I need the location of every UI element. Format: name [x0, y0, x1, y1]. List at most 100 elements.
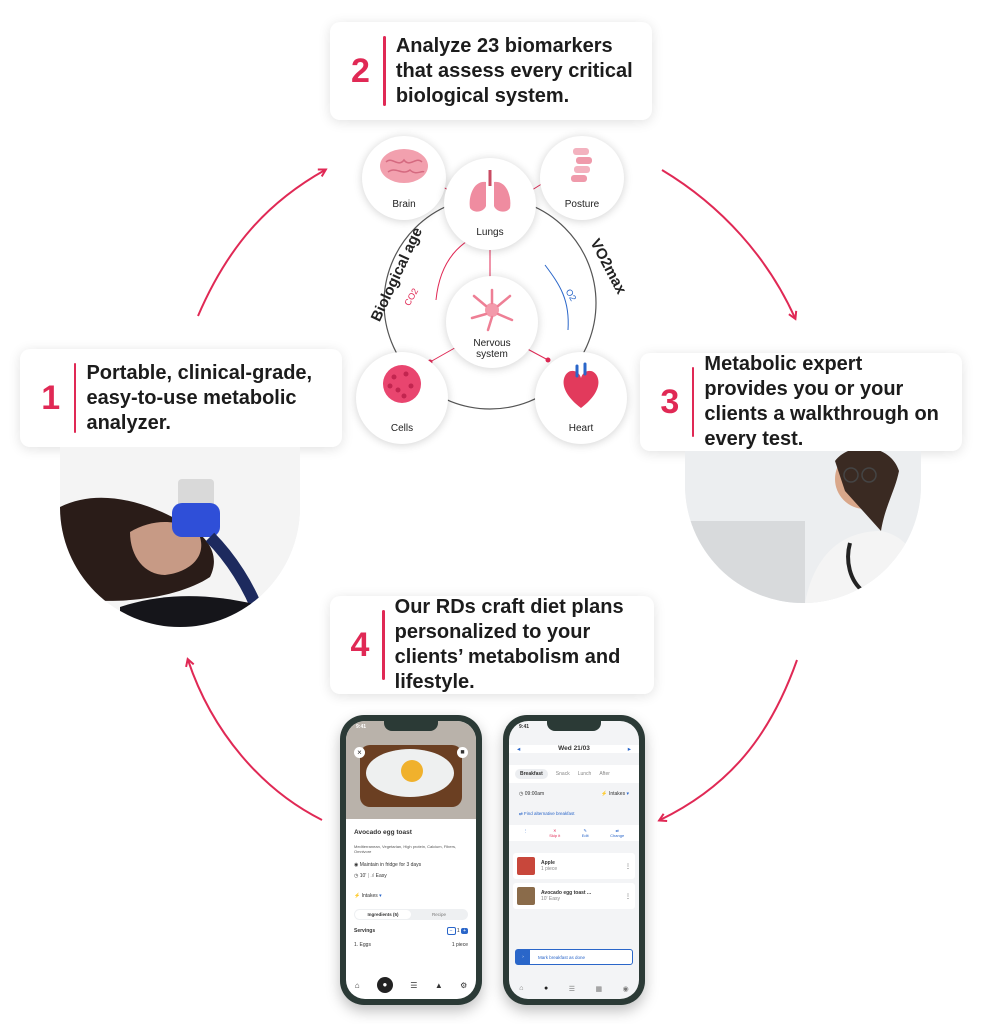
- delete-icon[interactable]: ■: [457, 747, 468, 758]
- action-row: ⋮ ✕Skip it ✎Edit ⇄Change: [509, 825, 639, 841]
- tab-ingredients[interactable]: Ingredients (5): [355, 910, 411, 919]
- step-number: 3: [660, 382, 680, 421]
- spine-icon: [571, 148, 592, 182]
- arrow-icon: ›: [516, 950, 530, 964]
- step-text: Our RDs craft diet plans personalized to…: [394, 596, 624, 693]
- node-cells: Cells: [356, 352, 448, 444]
- meal-thumb: [517, 857, 535, 875]
- more-icon[interactable]: ⋮: [625, 863, 631, 870]
- meal-sub: 1 piece: [541, 866, 558, 872]
- find-alternative-link[interactable]: Find alternative breakfast: [524, 811, 575, 816]
- skip-button[interactable]: ✕Skip it: [549, 828, 561, 838]
- storage-icon: ◉: [354, 862, 360, 868]
- edit-button[interactable]: ✎Edit: [581, 828, 589, 838]
- ingredient-name: 1. Eggs: [354, 942, 371, 948]
- prep-time: 10': [359, 873, 367, 879]
- tab-lunch[interactable]: Lunch: [577, 771, 592, 777]
- phone-screen: 9:41 ◂ Wed 21/03 ▸ Breakfast Snack Lunch…: [509, 721, 639, 999]
- prev-day-icon[interactable]: ◂: [517, 746, 521, 753]
- settings-icon[interactable]: ⚙: [460, 980, 468, 990]
- meal-time[interactable]: 09:00am: [524, 791, 545, 797]
- step-divider: [382, 36, 386, 106]
- profile-icon[interactable]: ◉: [622, 986, 629, 993]
- tab-bar: ⌂ ● ☰ ▲ ⚙: [346, 977, 476, 993]
- status-time: 9:41: [519, 724, 530, 730]
- heart-icon: [563, 362, 599, 408]
- status-time: 9:41: [356, 724, 367, 730]
- step-card-4: 4 Our RDs craft diet plans personalized …: [330, 596, 654, 694]
- phone-screen: 9:41 × ■ Avocado egg toast Mediterranean…: [346, 721, 476, 999]
- tab-recipe[interactable]: Recipe: [431, 912, 446, 917]
- node-label: Posture: [564, 199, 600, 210]
- arrow-3-to-4: [660, 659, 798, 820]
- tab-snack[interactable]: Snack: [555, 771, 570, 777]
- servings-stepper[interactable]: − 1 +: [446, 927, 468, 935]
- step-divider: [73, 363, 77, 433]
- clock-icon: ◷: [519, 791, 525, 797]
- phone-notch: [547, 721, 601, 731]
- node-label: Heart: [568, 423, 594, 434]
- tab-afternoon[interactable]: After: [599, 771, 610, 777]
- intakes-label[interactable]: Intakes: [608, 791, 626, 797]
- tab-bar: ⌂ ● ☰ ▦ ◉: [509, 985, 639, 993]
- recipe-tags: Mediterranean, Vegetarian, High protein,…: [354, 844, 457, 854]
- storage-text: Maintain in fridge for 3 days: [359, 862, 422, 868]
- arrow-1-to-2: [197, 170, 325, 317]
- intakes-label[interactable]: Intakes: [361, 893, 378, 899]
- meal-icon[interactable]: ●: [543, 985, 549, 992]
- list-icon[interactable]: ☰: [568, 986, 575, 993]
- node-nervous-system: Nervous system: [446, 276, 538, 368]
- step-divider: [691, 367, 695, 437]
- servings-label: Servings: [354, 928, 376, 934]
- node-lungs: Lungs: [444, 158, 536, 250]
- step-card-2: 2 Analyze 23 biomarkers that assess ever…: [330, 22, 652, 120]
- step-number: 2: [351, 51, 370, 90]
- step-number: 4: [350, 625, 370, 664]
- tab-breakfast[interactable]: Breakfast: [515, 769, 548, 779]
- change-button[interactable]: ⇄Change: [610, 828, 625, 838]
- meal-icon[interactable]: ●: [376, 977, 393, 993]
- groups-icon[interactable]: ▲: [434, 980, 443, 990]
- home-icon[interactable]: ⌂: [519, 985, 524, 992]
- node-posture: Posture: [540, 136, 624, 220]
- brain-icon: [380, 149, 428, 183]
- close-icon[interactable]: ×: [354, 747, 365, 758]
- step-divider: [381, 610, 385, 680]
- node-label: Brain: [392, 199, 416, 210]
- list-icon[interactable]: ☰: [410, 980, 418, 990]
- node-label: Cells: [390, 423, 414, 434]
- step-number: 1: [41, 378, 61, 417]
- recipe-tabs: Ingredients (5) Recipe: [354, 909, 468, 920]
- clock-icon: ◷: [354, 873, 360, 879]
- meal-item[interactable]: Avocado egg toast ...10' Easy ⋮: [513, 883, 635, 909]
- food-photo: [346, 721, 476, 819]
- more-icon[interactable]: ⋮: [523, 828, 528, 833]
- grid-icon[interactable]: ▦: [595, 986, 603, 993]
- meal-name: Avocado egg toast ...: [541, 890, 592, 896]
- recipe-title: Avocado egg toast: [354, 829, 412, 836]
- phone-recipe: 9:41 × ■ Avocado egg toast Mediterranean…: [340, 715, 482, 1005]
- meal-thumb: [517, 887, 535, 905]
- phone-meal-plan: 9:41 ◂ Wed 21/03 ▸ Breakfast Snack Lunch…: [503, 715, 645, 1005]
- step-card-3: 3 Metabolic expert provides you or your …: [640, 353, 962, 451]
- neuron-icon: [470, 288, 514, 332]
- step-text: Analyze 23 biomarkers that assess every …: [395, 34, 633, 107]
- next-day-icon[interactable]: ▸: [627, 746, 631, 753]
- mark-done-label: Mark breakfast as done: [538, 954, 586, 960]
- day-title: Wed 21/03: [558, 745, 590, 752]
- mark-done-button[interactable]: › Mark breakfast as done: [515, 949, 633, 965]
- ingredient-qty: 1 piece: [451, 942, 468, 948]
- difficulty: Easy: [375, 873, 387, 879]
- swap-icon: ⇄: [519, 811, 525, 816]
- step-card-1: 1 Portable, clinical-grade, easy-to-use …: [20, 349, 342, 447]
- meal-sub: 10' Easy: [541, 896, 561, 902]
- home-icon[interactable]: ⌂: [354, 980, 360, 990]
- step-text: Portable, clinical-grade, easy-to-use me…: [86, 361, 313, 434]
- node-heart: Heart: [535, 352, 627, 444]
- more-icon[interactable]: ⋮: [625, 893, 631, 900]
- lungs-icon: [469, 170, 511, 212]
- meal-tabs: Breakfast Snack Lunch After: [509, 765, 639, 783]
- arrow-2-to-3: [661, 169, 795, 318]
